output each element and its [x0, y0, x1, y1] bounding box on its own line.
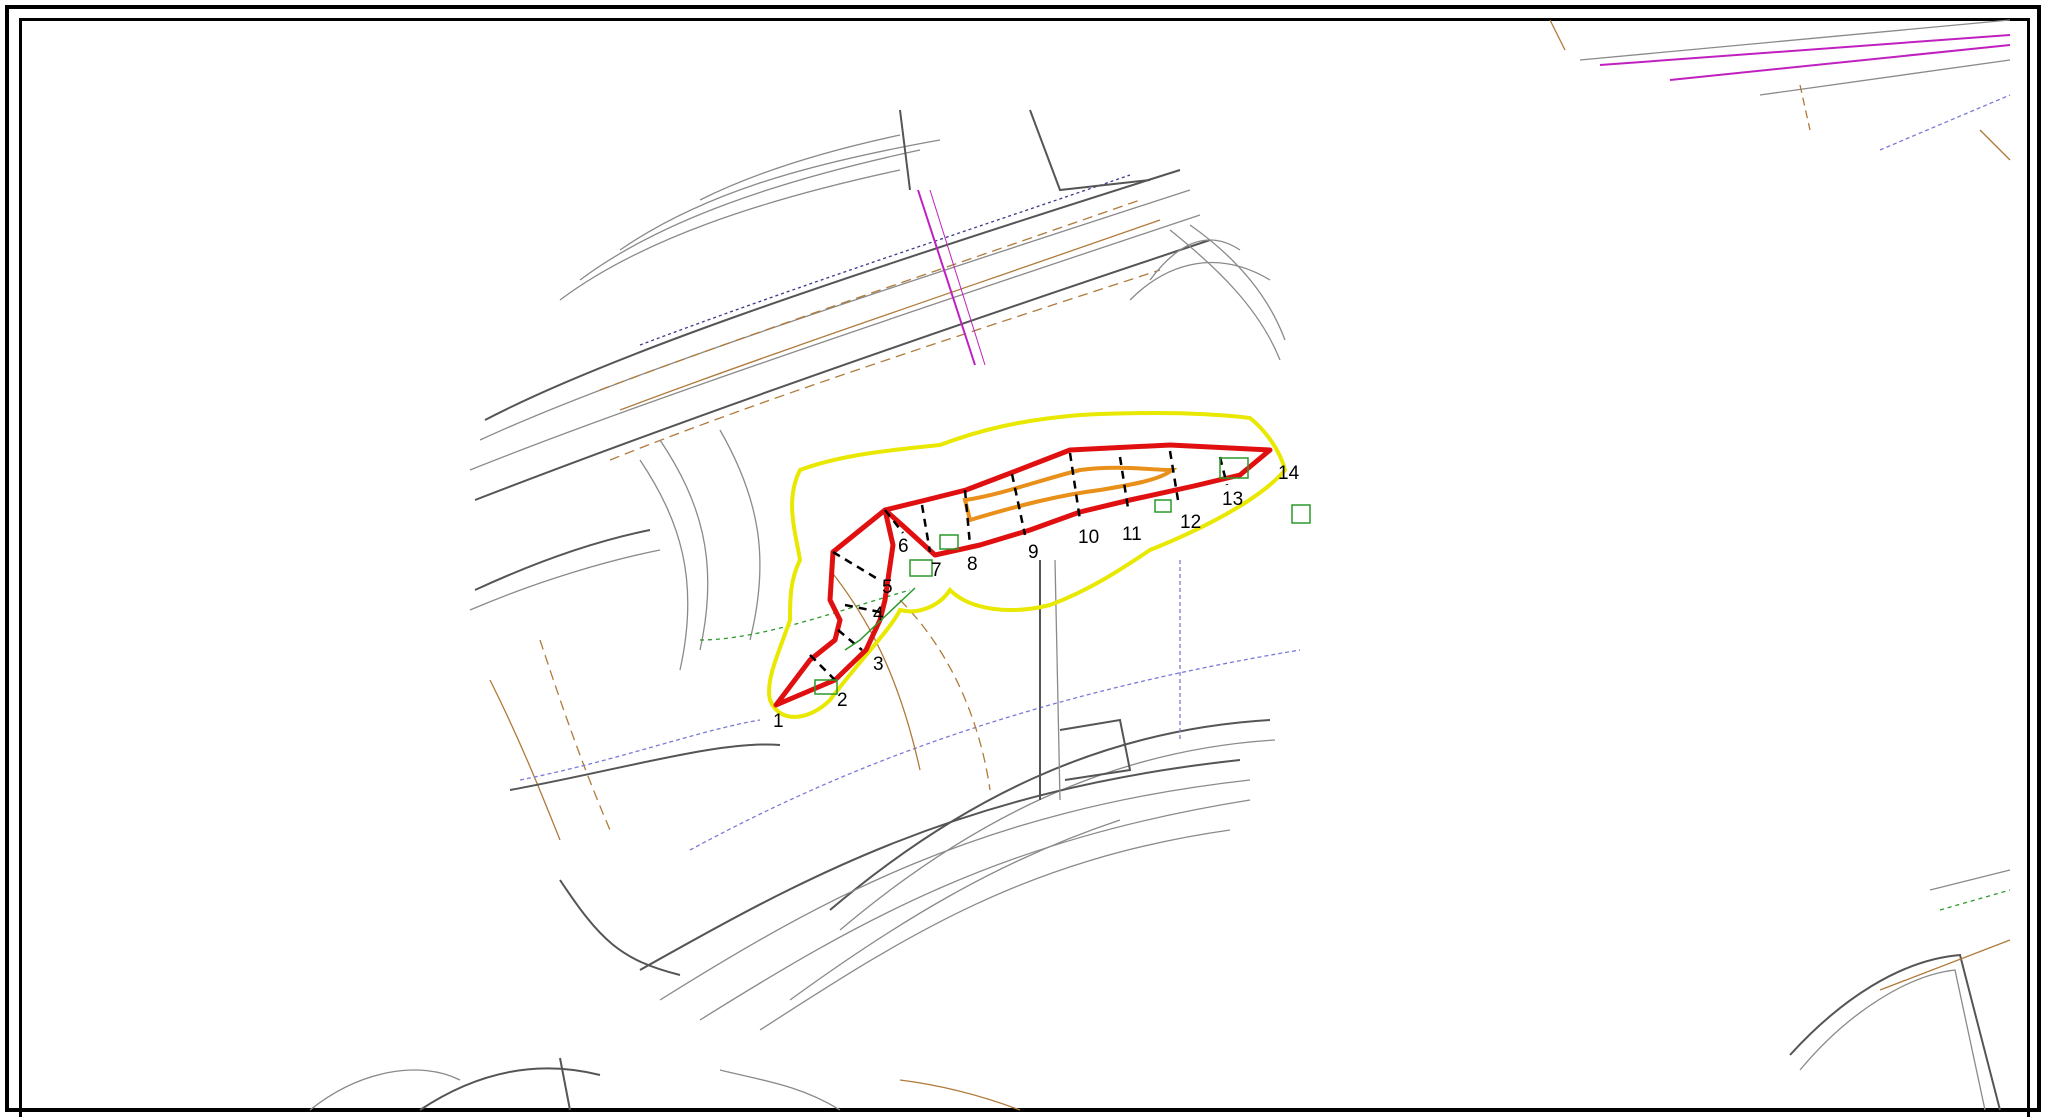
section-lines [809, 450, 1229, 681]
section-label-10: 10 [1078, 527, 1099, 548]
route-boundary [773, 442, 1273, 708]
site-boundary [767, 411, 1288, 719]
section-label-3: 3 [873, 654, 884, 675]
outer-frame [5, 5, 2041, 1112]
section-label-2: 2 [837, 690, 848, 711]
section-label-7: 7 [931, 560, 942, 581]
section-label-1: 1 [773, 711, 784, 732]
building-outlines [814, 457, 1311, 695]
background-linework [469, 109, 1301, 1031]
section-label-12: 12 [1180, 512, 1201, 533]
section-label-13: 13 [1222, 489, 1243, 510]
section-label-9: 9 [1028, 542, 1039, 563]
section-labels: 1 2 3 4 5 6 7 8 9 10 11 12 13 14 [773, 463, 1300, 732]
section-label-14: 14 [1278, 463, 1300, 484]
corner-linework [309, 19, 2011, 1111]
inner-frame [19, 18, 2030, 1117]
section-label-5: 5 [882, 577, 893, 598]
inner-strip [962, 465, 1178, 523]
section-label-11: 11 [1122, 524, 1142, 545]
section-label-4: 4 [873, 604, 884, 625]
section-label-6: 6 [898, 536, 909, 557]
section-label-8: 8 [967, 554, 978, 575]
